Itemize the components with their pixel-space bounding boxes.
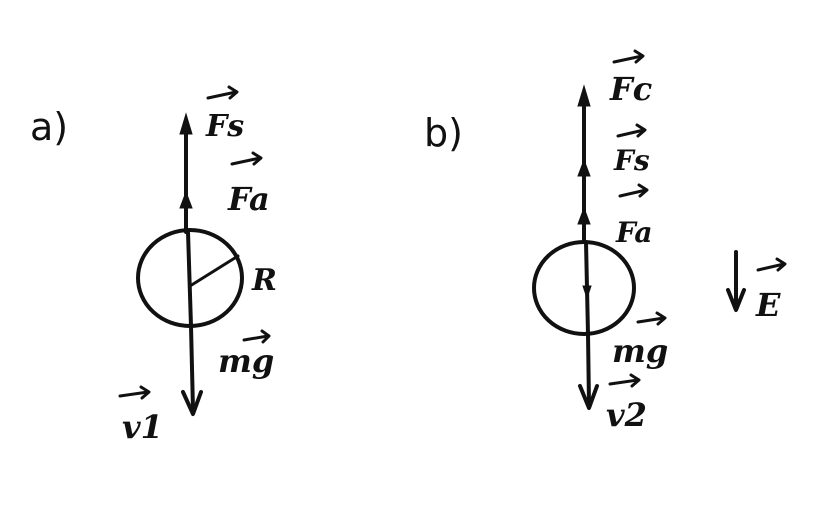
panel-a-radius-label: R [251,263,277,298]
panel-a-velocity-label: v1 [122,408,163,446]
panel-b-field-vector-bar [756,262,786,272]
panel-b-field-arrowhead [726,288,746,312]
panel-b-fs-vector-tip [635,123,647,138]
panel-a-mg-vector-tip [260,329,271,344]
panel-b-mg-arrowhead [578,384,599,410]
panel-a-fa-vector-bar [230,156,262,166]
panel-a: a) Fs Fa R mg v1 [30,85,277,446]
panel-b-mg-arrow [586,332,591,406]
panel-a-fa-vector-tip [251,151,263,166]
panel-b-mg-label: mg [612,332,668,370]
panel-b-fc-vector-bar [612,54,644,64]
panel-a-axis-line [186,230,193,328]
panel-b-fc-label: Fc [609,70,652,108]
panel-b-fc-vector-tip [633,49,645,64]
panel-b-fa-vector-tip [637,183,649,198]
panel-a-fs-label: Fs [205,109,244,144]
panel-b-fc-arrowhead [577,84,591,107]
panel-b-velocity-vector-bar [608,378,640,386]
panel-a-velocity-vector-tip [139,385,151,400]
panel-b-field-label: E [755,286,781,324]
panel-b-velocity-vector-tip [629,373,641,388]
panel-b-label: b) [424,111,463,155]
panel-a-mg-arrowhead [181,390,203,416]
panel-b-center-arrowhead [582,285,592,300]
panel-b-field-vector-tip [775,257,787,272]
panel-a-fs-arrowhead [179,112,193,135]
panel-b-fs-vector-bar [616,128,646,138]
panel-a-radius-line [188,254,240,288]
panel-b-fs-arrowhead [577,158,591,177]
panel-b-fs-label: Fs [613,144,650,177]
panel-a-label: a) [30,105,68,149]
panel-a-velocity-vector-bar [118,390,150,398]
panel-a-mg-label: mg [218,342,274,380]
panel-a-fa-label: Fa [227,180,270,218]
panel-a-fs-vector-tip [227,85,239,100]
panel-b-fa-label: Fa [615,216,653,249]
panel-b-velocity-label: v2 [606,396,647,434]
panel-b-fa-vector-bar [618,188,648,198]
panel-b-fa-arrowhead [577,206,591,225]
panel-a-mg-arrow [189,324,195,412]
panel-b-mg-vector-bar [636,316,666,324]
panel-b-mg-vector-tip [655,311,667,326]
panel-b: b) Fc Fs Fa mg v2 E [424,49,787,434]
panel-a-mg-vector-bar [242,334,270,342]
panel-a-fa-arrowhead [179,190,193,209]
panel-a-fs-vector-bar [206,90,238,100]
